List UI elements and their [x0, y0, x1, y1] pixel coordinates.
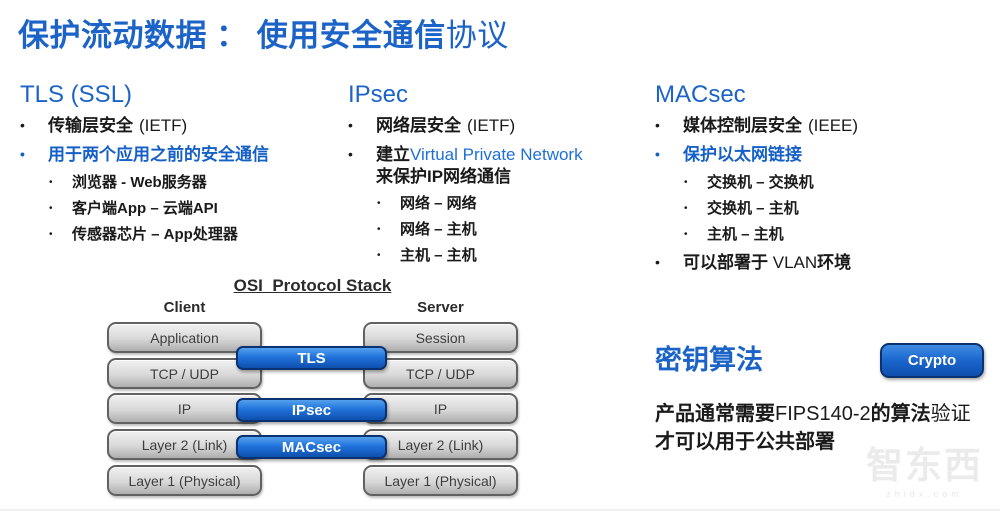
key-algorithm-heading: 密钥算法 [655, 345, 763, 375]
fips-note-line-1: 产品通常需要FIPS140-2的算法验证 [655, 400, 1000, 428]
bullet-icon [377, 247, 400, 262]
server-layer-tcp-udp: TCP / UDP [363, 358, 518, 389]
bullet-icon [377, 221, 400, 236]
macsec-subbullet-3: 主机 – 主机 [684, 226, 990, 244]
tls-subbullet-3-text: 传感器芯片 – App处理器 [72, 225, 238, 243]
bullet-icon [348, 115, 376, 135]
page-title-tail: 协议 [445, 18, 509, 53]
macsec-bullet-2-text: 保护以太网链接 [683, 145, 802, 165]
fips-seg-2: FIPS140-2 [775, 403, 871, 425]
macsec-subbullet-1-text: 交换机 – 交换机 [707, 173, 814, 191]
macsec-subbullet-3-text: 主机 – 主机 [707, 225, 784, 243]
bullet-icon [20, 144, 48, 164]
tls-bullet-2-text: 用于两个应用之前的安全通信 [48, 145, 269, 165]
server-label: Server [417, 299, 464, 316]
tls-subbullet-1-text: 浏览器 - Web服务器 [72, 173, 207, 191]
bullet-icon [684, 174, 707, 189]
protocol-bar-ipsec: IPsec [236, 398, 387, 422]
ipsec-subbullet-3-text: 主机 – 主机 [400, 246, 477, 264]
bullet-icon [49, 174, 72, 189]
ipsec-heading: IPsec [348, 81, 409, 108]
client-layer-physical: Layer 1 (Physical) [107, 465, 262, 496]
bullet-icon [49, 226, 72, 241]
client-label: Client [163, 299, 206, 316]
tls-heading: TLS (SSL) [20, 81, 133, 108]
protocol-bar-macsec: MACsec [236, 435, 387, 459]
fips-seg-4: 验证 [930, 403, 971, 425]
protocol-bar-tls: TLS [236, 346, 387, 370]
tls-bullet-1: 传输层安全 (IETF) [20, 115, 355, 136]
page-title: 保护流动数据 ： 使用安全通信协议 [18, 10, 509, 55]
server-layer-ip: IP [363, 393, 518, 424]
column-tls: TLS (SSL) 传输层安全 (IETF) 用于两个应用之前的安全通信 浏览器 … [20, 82, 355, 252]
ipsec-subbullet-2-text: 网络 – 主机 [400, 220, 477, 238]
server-layer-session: Session [363, 322, 518, 353]
tls-subbullet-1: 浏览器 - Web服务器 [49, 174, 355, 192]
macsec-subbullet-2: 交换机 – 主机 [684, 200, 990, 218]
fips-note-line-2: 才可以用于公共部署 [655, 431, 835, 453]
ipsec-bullet-1-zh: 网络层安全 [376, 116, 461, 136]
macsec-bullet-3-zh2: 环境 [817, 252, 852, 272]
bullet-icon [348, 144, 376, 164]
bullet-icon [655, 252, 683, 272]
ipsec-bullet-2-zh: 建立 [376, 145, 410, 165]
bullet-icon [20, 115, 48, 135]
page-title-main: 保护流动数据 ： 使用安全通信 [18, 18, 446, 53]
ipsec-subbullet-1: 网络 – 网络 [377, 195, 683, 213]
column-ipsec: IPsec 网络层安全 (IETF) 建立Virtual Private Netw… [348, 82, 683, 273]
tls-bullet-1-en: (IETF) [139, 116, 188, 136]
bullet-icon [655, 144, 683, 164]
macsec-bullet-1-en: (IEEE) [808, 116, 859, 136]
ipsec-bullet-2-cont: 来保护IP网络通信 [376, 166, 512, 186]
macsec-bullet-3: 可以部署于 VLAN环境 [655, 252, 990, 273]
bullet-icon [684, 200, 707, 215]
macsec-bullet-2: 保护以太网链接 [655, 144, 990, 165]
fips-seg-3: 的算法 [870, 403, 931, 425]
ipsec-subbullet-2: 网络 – 主机 [377, 221, 683, 239]
crypto-button[interactable]: Crypto [880, 343, 984, 378]
fips-seg-1: 产品通常需要 [655, 403, 775, 425]
macsec-heading: MACsec [655, 81, 746, 108]
column-macsec: MACsec 媒体控制层安全 (IEEE) 保护以太网链接 交换机 – 交换机 交… [655, 82, 990, 281]
slide-bottom-edge [0, 509, 1000, 511]
client-layer-tcp-udp: TCP / UDP [107, 358, 262, 389]
ipsec-subbullet-3: 主机 – 主机 [377, 247, 683, 265]
macsec-bullet-1-zh: 媒体控制层安全 [683, 116, 802, 136]
fips-note: 产品通常需要FIPS140-2的算法验证 才可以用于公共部署 [655, 400, 1000, 456]
server-layer-link: Layer 2 (Link) [363, 429, 518, 460]
ipsec-bullet-1: 网络层安全 (IETF) [348, 115, 683, 136]
bullet-icon [684, 226, 707, 241]
macsec-bullet-1: 媒体控制层安全 (IEEE) [655, 115, 990, 136]
watermark-domain: zhidx.com [886, 488, 963, 499]
server-layer-physical: Layer 1 (Physical) [363, 465, 518, 496]
macsec-subbullet-1: 交换机 – 交换机 [684, 174, 990, 192]
tls-bullet-1-zh: 传输层安全 [48, 116, 133, 136]
ipsec-bullet-1-en: (IETF) [467, 116, 516, 136]
bullet-icon [377, 195, 400, 210]
macsec-bullet-3-zh1: 可以部署于 [683, 252, 773, 272]
tls-subbullet-3: 传感器芯片 – App处理器 [49, 226, 355, 244]
osi-diagram-title: OSI Protocol Stack [233, 276, 392, 295]
client-layer-application: Application [107, 322, 262, 353]
bullet-icon [655, 115, 683, 135]
ipsec-bullet-2-vpn: Virtual Private Network [410, 145, 583, 165]
ipsec-bullet-2: 建立Virtual Private Network 来保护IP网络通信 [348, 144, 683, 187]
macsec-bullet-3-en: VLAN [772, 252, 818, 272]
ipsec-subbullet-1-text: 网络 – 网络 [400, 194, 477, 212]
tls-bullet-2: 用于两个应用之前的安全通信 [20, 144, 355, 165]
tls-subbullet-2: 客户端App – 云端API [49, 200, 355, 218]
tls-subbullet-2-text: 客户端App – 云端API [72, 199, 218, 217]
bullet-icon [49, 200, 72, 215]
macsec-subbullet-2-text: 交换机 – 主机 [707, 199, 799, 217]
